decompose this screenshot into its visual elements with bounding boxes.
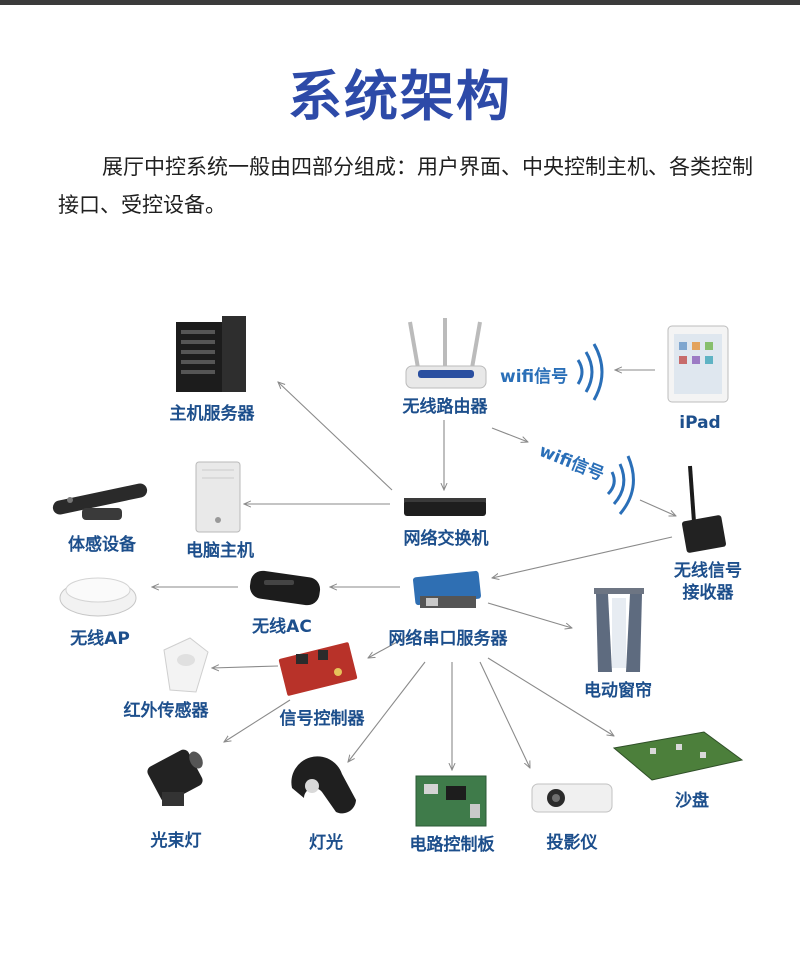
- label-host-server: 主机服务器: [170, 403, 256, 424]
- arrow-router-to-wifi2: [491, 427, 528, 442]
- label-receiver-line2: 接收器: [683, 582, 735, 603]
- signal-controller-icon: [278, 642, 358, 696]
- label-motion: 体感设备: [68, 534, 137, 555]
- connection-arrows: [152, 370, 676, 770]
- sandtable-icon: [612, 731, 744, 781]
- page-title: 系统架构: [288, 65, 512, 128]
- intro-paragraph: 展厅中控系统一般由四部分组成：用户界面、中央控制主机、各类控制接口、受控设备。: [58, 155, 753, 217]
- label-receiver-line1: 无线信号: [673, 560, 742, 581]
- label-projector: 投影仪: [547, 832, 599, 853]
- label-wireless-ap: 无线AP: [69, 628, 130, 649]
- wireless-receiver-icon: [682, 465, 726, 553]
- projector-icon: [531, 783, 613, 813]
- label-wireless-ac: 无线AC: [251, 616, 312, 637]
- arrow-wifi2-to-receiver: [639, 499, 676, 517]
- label-wifi-1: wifi信号: [500, 366, 568, 387]
- router-icon: [405, 318, 487, 389]
- motion-sensor-icon: [52, 483, 148, 520]
- label-sandtable: 沙盘: [675, 790, 709, 811]
- arrow-serial-to-light: [348, 661, 426, 762]
- label-wifi-2: wifi信号: [536, 440, 607, 485]
- arrow-signal-to-ir: [212, 666, 279, 668]
- label-ipad: iPad: [679, 413, 720, 433]
- circuit-board-icon: [415, 775, 487, 827]
- ipad-icon: [667, 325, 729, 403]
- label-switch: 网络交换机: [404, 528, 489, 549]
- curtain-icon: [594, 588, 644, 672]
- beam-light-icon: [147, 749, 203, 806]
- light-icon: [291, 756, 356, 814]
- arrow-serial-to-curtain: [487, 602, 572, 628]
- label-beam-light: 光束灯: [150, 830, 202, 851]
- label-light: 灯光: [309, 832, 343, 853]
- top-bar: [0, 0, 800, 5]
- wireless-ap-icon: [59, 577, 137, 617]
- pc-host-icon: [195, 461, 241, 533]
- ir-sensor-icon: [163, 637, 209, 693]
- arrow-serial-to-sandtable: [487, 657, 614, 736]
- arrow-serial-to-projector: [479, 661, 530, 768]
- arrow-serial-to-signal: [368, 635, 409, 658]
- wireless-ac-icon: [249, 570, 321, 606]
- arrow-receiver-to-serial: [492, 536, 673, 578]
- label-signal-controller: 信号控制器: [280, 708, 366, 729]
- label-curtain: 电动窗帘: [584, 680, 652, 701]
- host-server-icon: [176, 316, 246, 392]
- wifi-signal-icon: [576, 343, 604, 401]
- serial-server-icon: [413, 570, 481, 608]
- network-switch-icon: [404, 498, 486, 516]
- wifi-signal-icon-2: [606, 455, 635, 515]
- label-router: 无线路由器: [402, 396, 489, 417]
- arrow-signal-to-beam: [224, 699, 291, 742]
- label-circuit-board: 电路控制板: [410, 834, 496, 855]
- arrow-switch-to-host-server: [278, 382, 393, 491]
- label-ir-sensor: 红外传感器: [124, 700, 210, 721]
- label-pc-host: 电脑主机: [186, 540, 254, 561]
- label-serial-server: 网络串口服务器: [389, 628, 509, 649]
